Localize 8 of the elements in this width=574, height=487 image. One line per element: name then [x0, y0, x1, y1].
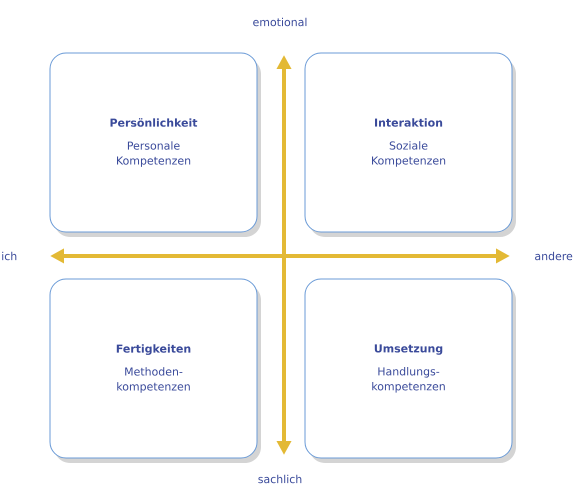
quadrant-card: Persönlichkeit Personale Kompetenzen	[50, 52, 261, 237]
axis-label: ich	[2, 252, 16, 260]
quadrant-card: Interaktion Soziale Kompetenzen	[304, 52, 516, 237]
quadrant-card: Umsetzung Handlungs- kompetenzen	[304, 278, 516, 463]
axis-label: sachlich	[258, 474, 302, 484]
axis-label: andere	[535, 252, 572, 260]
axis-label: emotional	[253, 18, 306, 26]
quadrant-card: Fertigkeiten Methoden- kompetenzen	[50, 278, 261, 463]
